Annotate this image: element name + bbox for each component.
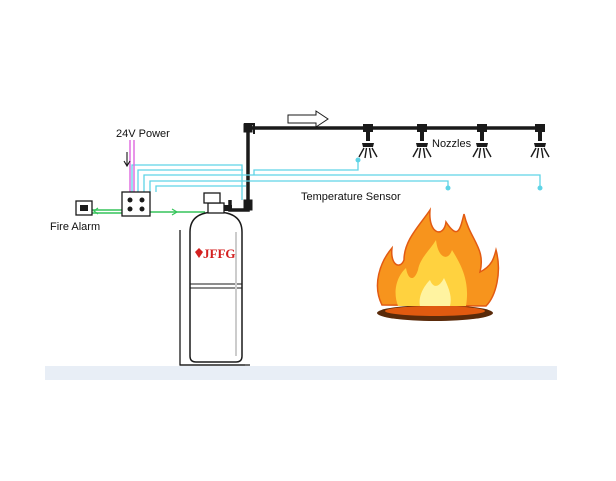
- spray-nozzle-icon: [530, 124, 550, 159]
- floor: [45, 366, 557, 380]
- down-arrow-icon: [123, 152, 131, 168]
- pipe-network: [228, 123, 543, 212]
- extinguisher-cylinder: [179, 192, 250, 366]
- brand-label: JFFG: [203, 246, 236, 261]
- spray-nozzle-icon: [472, 124, 492, 159]
- right-arrow-outline-icon: [287, 110, 329, 128]
- temperature-sensor-head: [537, 185, 543, 191]
- right-arrow-icon: [171, 208, 179, 216]
- sensor-wiring: [131, 162, 541, 200]
- power-label: 24V Power: [116, 128, 170, 140]
- fire-alarm-label: Fire Alarm: [50, 221, 100, 233]
- nozzle-group: [358, 124, 550, 159]
- temperature-sensor-head: [355, 157, 361, 163]
- spray-nozzle-icon: [412, 124, 432, 159]
- temperature-sensor-label: Temperature Sensor: [301, 191, 401, 203]
- spray-nozzle-icon: [358, 124, 378, 159]
- power-line: [129, 140, 135, 192]
- brand-logo: JFFG: [195, 246, 236, 261]
- left-arrow-icon: [93, 207, 99, 215]
- nozzles-label: Nozzles: [432, 138, 472, 150]
- fire-icon: [376, 207, 500, 321]
- control-panel: [121, 191, 151, 217]
- temperature-sensor-head: [445, 185, 451, 191]
- fire-alarm-device: [75, 200, 93, 216]
